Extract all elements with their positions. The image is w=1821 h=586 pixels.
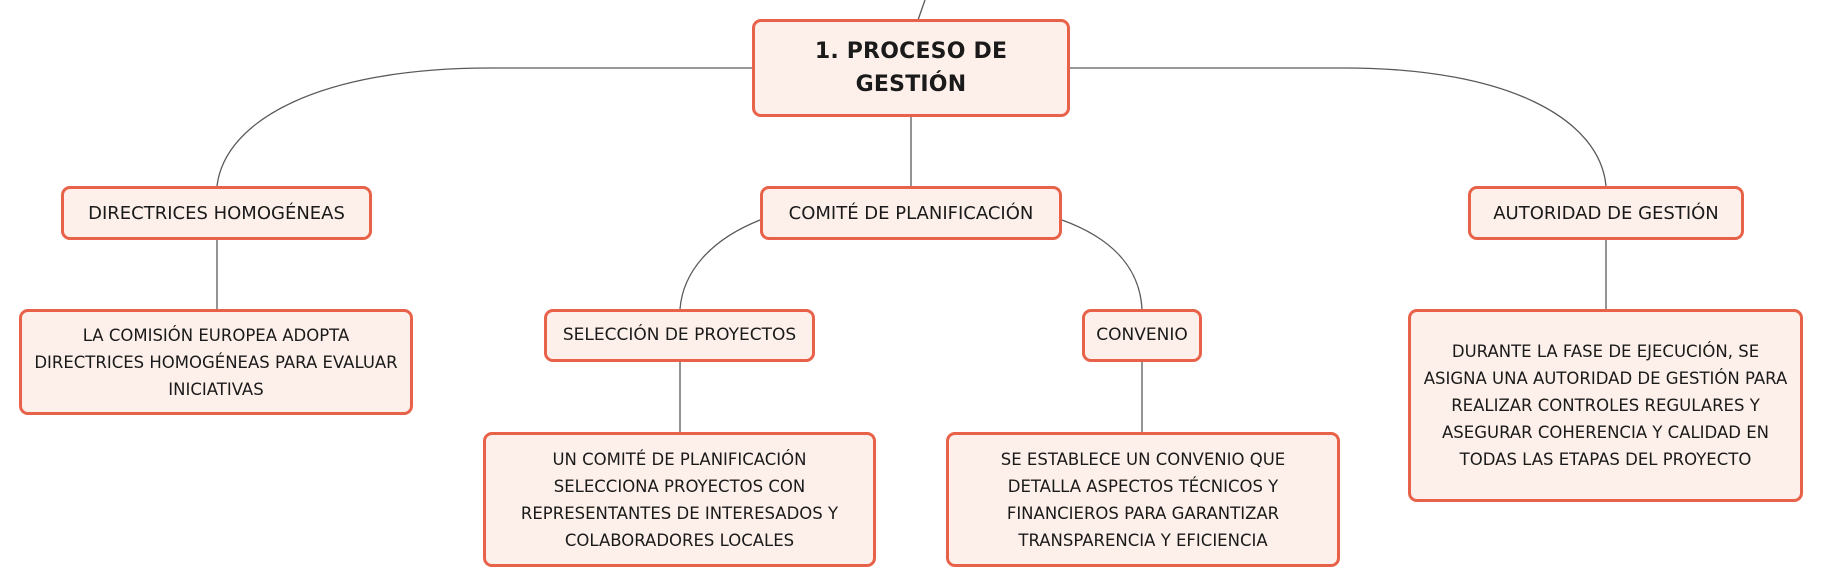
subtopic-convenio-label: CONVENIO — [1096, 324, 1188, 345]
topic-directrices-label: DIRECTRICES HOMOGÉNEAS — [88, 202, 345, 224]
connector-root-directrices — [216, 67, 752, 187]
topic-comite-label: COMITÉ DE PLANIFICACIÓN — [788, 202, 1034, 224]
subtopic-seleccion[interactable]: SELECCIÓN DE PROYECTOS — [544, 309, 815, 362]
connector-comite-seleccion — [679, 219, 761, 310]
connector-comite-convenio — [1061, 219, 1143, 310]
connector-root-parent — [917, 0, 926, 21]
topic-autoridad-label: AUTORIDAD DE GESTIÓN — [1493, 202, 1719, 224]
root-label: 1. PROCESO DE GESTIÓN — [814, 39, 1008, 97]
description-directrices[interactable]: LA COMISIÓN EUROPEA ADOPTA DIRECTRICES H… — [19, 309, 413, 415]
description-autoridad[interactable]: DURANTE LA FASE DE EJECUCIÓN, SE ASIGNA … — [1408, 309, 1803, 502]
subtopic-convenio[interactable]: CONVENIO — [1082, 309, 1202, 362]
description-seleccion[interactable]: UN COMITÉ DE PLANIFICACIÓN SELECCIONA PR… — [483, 432, 876, 567]
root-node[interactable]: 1. PROCESO DE GESTIÓN — [752, 19, 1070, 117]
description-convenio-text: SE ESTABLECE UN CONVENIO QUE DETALLA ASP… — [1000, 449, 1286, 550]
description-directrices-text: LA COMISIÓN EUROPEA ADOPTA DIRECTRICES H… — [34, 325, 398, 399]
topic-comite[interactable]: COMITÉ DE PLANIFICACIÓN — [760, 186, 1062, 240]
connector-root-autoridad — [1070, 67, 1607, 187]
description-autoridad-text: DURANTE LA FASE DE EJECUCIÓN, SE ASIGNA … — [1423, 342, 1788, 469]
description-convenio[interactable]: SE ESTABLECE UN CONVENIO QUE DETALLA ASP… — [946, 432, 1340, 567]
topic-autoridad[interactable]: AUTORIDAD DE GESTIÓN — [1468, 186, 1744, 240]
description-seleccion-text: UN COMITÉ DE PLANIFICACIÓN SELECCIONA PR… — [520, 449, 839, 550]
subtopic-seleccion-label: SELECCIÓN DE PROYECTOS — [562, 324, 797, 345]
topic-directrices[interactable]: DIRECTRICES HOMOGÉNEAS — [61, 186, 372, 240]
